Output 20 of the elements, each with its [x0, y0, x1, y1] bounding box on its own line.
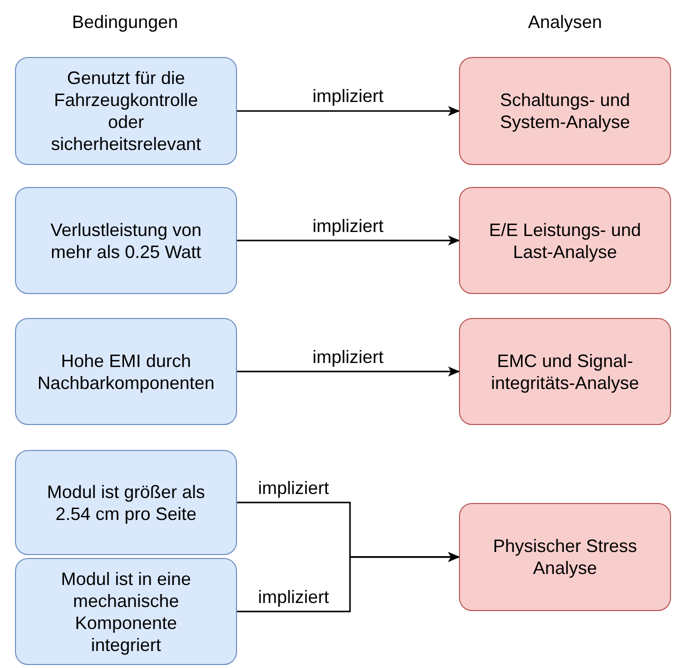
column-heading: Bedingungen: [72, 12, 178, 33]
arrow: [237, 106, 460, 116]
edge-label: impliziert: [256, 586, 331, 608]
analysis-box: E/E Leistungs- und Last-Analyse: [459, 187, 671, 294]
condition-box: Modul ist größer als 2.54 cm pro Seite: [15, 450, 237, 555]
edge-label: impliziert: [310, 86, 386, 107]
analysis-box: Physischer Stress Analyse: [459, 503, 671, 611]
analysis-box: Schaltungs- und System-Analyse: [459, 57, 671, 165]
arrow: [237, 366, 460, 376]
condition-box: Genutzt für die Fahrzeugkontrolle oder sicherheitsrelevant: [15, 57, 237, 165]
edge-label: impliziert: [310, 216, 386, 236]
arrow: [237, 552, 460, 612]
condition-box: Verlustleistung von mehr als 0.25 Watt: [15, 187, 237, 294]
analysis-box: EMC und Signal-integritäts-Analyse: [459, 318, 671, 425]
condition-box: Modul ist in eine mechanische Komponente integriert: [15, 558, 237, 665]
arrow: [237, 236, 460, 246]
edge-label: impliziert: [310, 346, 386, 368]
condition-box: Hohe EMI durch Nachbarkomponenten: [15, 318, 237, 425]
column-heading: Analysen: [528, 12, 602, 33]
edge-label: impliziert: [256, 478, 331, 498]
